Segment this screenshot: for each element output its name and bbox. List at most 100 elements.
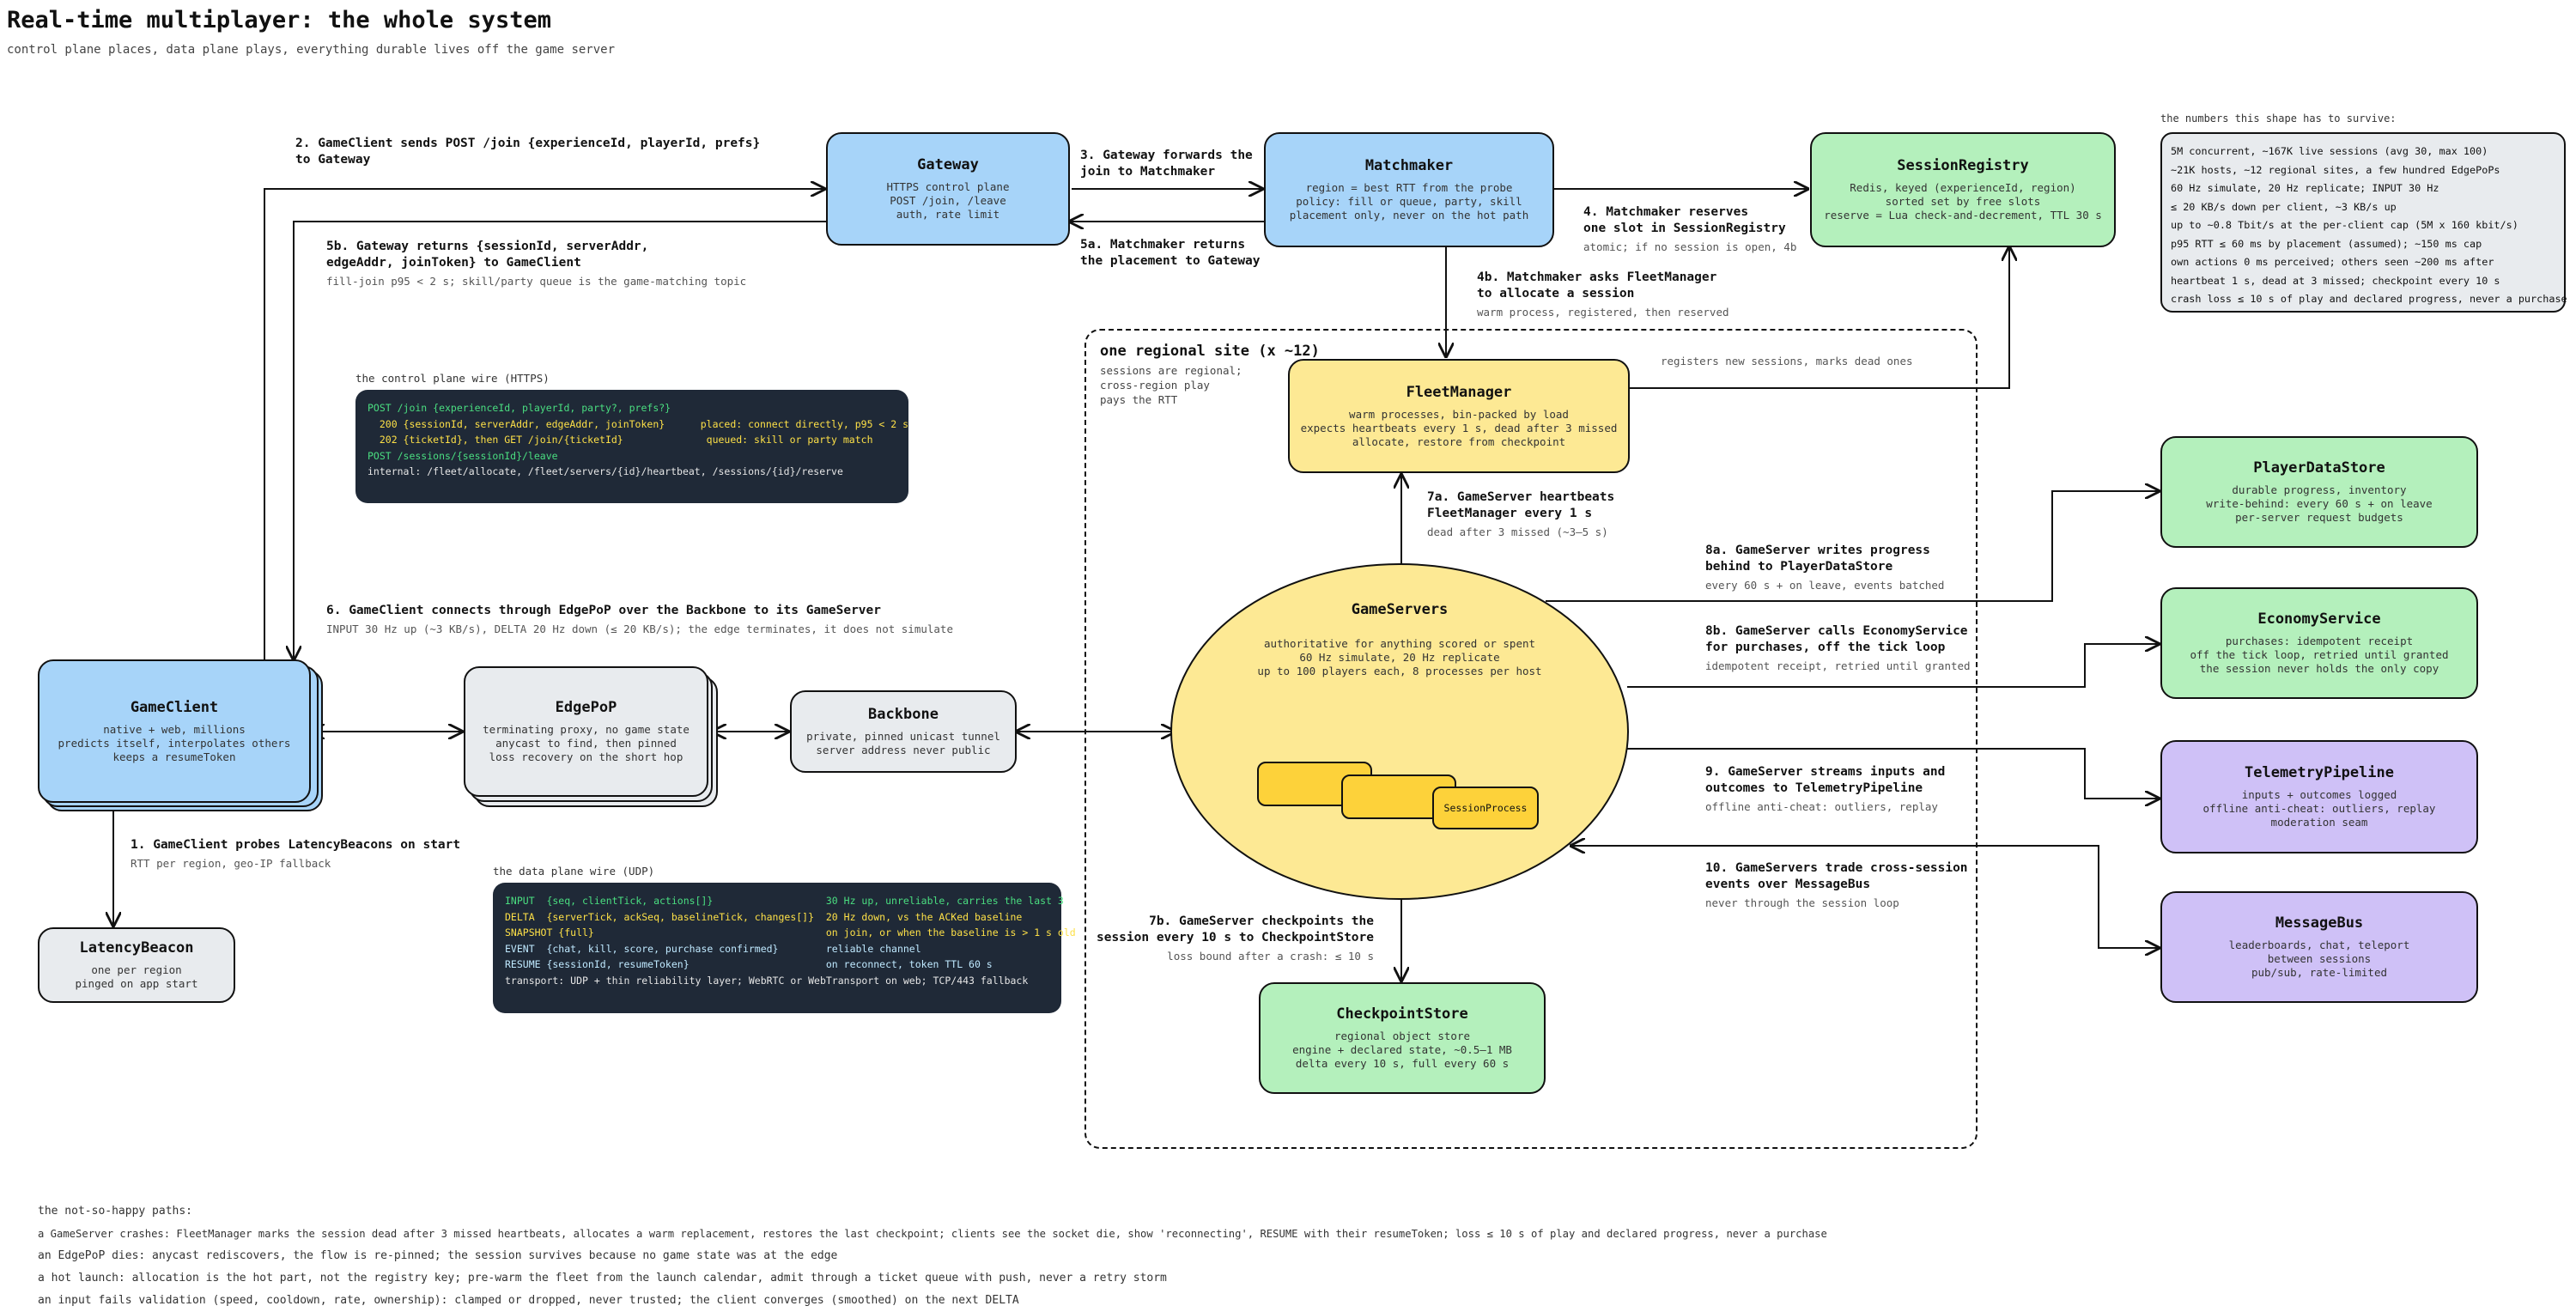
message-bus-body: leaderboards, chat, teleport between ses…: [2228, 938, 2410, 979]
arrow-client-to-gateway: [264, 189, 824, 661]
label-step-3: 3. Gateway forwards the join to Matchmak…: [1080, 148, 1253, 180]
control-wire-line: 200 {sessionId, serverAddr, edgeAddr, jo…: [368, 417, 909, 430]
numbers-line: 5M concurrent, ~167K live sessions (avg …: [2171, 145, 2488, 157]
player-data-store-node: PlayerDataStore durable progress, invent…: [2160, 436, 2478, 548]
numbers-line: crash loss ≤ 10 s of play and declared p…: [2171, 293, 2567, 305]
failure-path-item: a hot launch: allocation is the hot part…: [38, 1272, 1167, 1285]
latency-beacon-node: LatencyBeacon one per region pinged on a…: [38, 927, 235, 1003]
edge-pop-body: terminating proxy, no game state anycast…: [483, 723, 690, 763]
label-step-3-title: 3. Gateway forwards the join to Matchmak…: [1080, 149, 1253, 179]
gameservers-title: GameServers: [1351, 601, 1449, 618]
numbers-line: p95 RTT ≤ 60 ms by placement (assumed); …: [2171, 237, 2482, 250]
label-step-5b-title: 5b. Gateway returns {sessionId, serverAd…: [326, 240, 649, 270]
control-wire-box: POST /join {experienceId, playerId, part…: [355, 390, 908, 503]
player-data-store-title: PlayerDataStore: [2253, 459, 2385, 477]
matchmaker-title: Matchmaker: [1364, 157, 1454, 174]
label-step-7a: 7a. GameServer heartbeats FleetManager e…: [1427, 489, 1614, 538]
checkpoint-store-node: CheckpointStore regional object store en…: [1259, 982, 1546, 1094]
label-step-7a-sub: dead after 3 missed (~3–5 s): [1427, 525, 1608, 538]
numbers-line: up to ~0.8 Tbit/s at the per-client cap …: [2171, 219, 2518, 231]
gameservers-node: GameServers authoritative for anything s…: [1202, 601, 1597, 678]
session-process-card: SessionProcess: [1432, 787, 1539, 829]
edge-pop-title: EdgePoP: [555, 699, 617, 716]
failure-path-item: a GameServer crashes: FleetManager marks…: [38, 1228, 1827, 1240]
fleet-manager-body: warm processes, bin-packed by load expec…: [1300, 407, 1618, 448]
arrow-fleetmanager-to-registry: [1630, 247, 2009, 389]
arrow-messagebus-gameservers: [1571, 846, 2159, 948]
data-wire-line: RESUME {sessionId, resumeToken} on recon…: [505, 958, 993, 970]
numbers-box: 5M concurrent, ~167K live sessions (avg …: [2160, 132, 2567, 313]
control-wire-line: POST /join {experienceId, playerId, part…: [368, 402, 671, 414]
label-step-2-title: 2. GameClient sends POST /join {experien…: [295, 137, 761, 167]
game-client-body: native + web, millions predicts itself, …: [58, 722, 291, 763]
session-registry-node: SessionRegistry Redis, keyed (experience…: [1810, 132, 2116, 247]
label-step-6-sub: INPUT 30 Hz up (~3 KB/s), DELTA 20 Hz do…: [326, 623, 953, 635]
label-step-5b: 5b. Gateway returns {sessionId, serverAd…: [326, 239, 746, 288]
failure-path-item: an input fails validation (speed, cooldo…: [38, 1294, 1019, 1307]
label-step-1: 1. GameClient probes LatencyBeacons on s…: [131, 837, 460, 870]
label-step-8a-sub: every 60 s + on leave, events batched: [1705, 579, 1945, 592]
data-wire-line: SNAPSHOT {full} on join, or when the bas…: [505, 926, 1076, 938]
page-title: Real-time multiplayer: the whole system: [7, 7, 551, 33]
control-wire-caption: the control plane wire (HTTPS): [355, 372, 550, 385]
message-bus-node: MessageBus leaderboards, chat, teleport …: [2160, 891, 2478, 1003]
label-step-9: 9. GameServer streams inputs and outcome…: [1705, 764, 1945, 813]
label-step-7a-title: 7a. GameServer heartbeats FleetManager e…: [1427, 490, 1615, 520]
control-wire-line: POST /sessions/{sessionId}/leave: [368, 449, 558, 462]
economy-service-node: EconomyService purchases: idempotent rec…: [2160, 587, 2478, 699]
message-bus-title: MessageBus: [2275, 914, 2364, 932]
label-registers-sub: registers new sessions, marks dead ones: [1661, 355, 1913, 367]
arrow-gameservers-to-playerdata: [1546, 491, 2159, 602]
control-wire-line: internal: /fleet/allocate, /fleet/server…: [368, 465, 843, 477]
numbers-caption: the numbers this shape has to survive:: [2160, 112, 2397, 125]
checkpoint-store-body: regional object store engine + declared …: [1292, 1030, 1512, 1070]
failure-paths: the not-so-happy paths: a GameServer cra…: [38, 1200, 1827, 1312]
gateway-node: Gateway HTTPS control plane POST /join, …: [826, 132, 1070, 246]
player-data-store-body: durable progress, inventory write-behind…: [2206, 483, 2433, 524]
label-step-8b-sub: idempotent receipt, retried until grante…: [1705, 659, 1971, 672]
regional-site-note: sessions are regional; cross-region play…: [1100, 364, 1242, 406]
label-step-8b: 8b. GameServer calls EconomyService for …: [1705, 623, 1971, 672]
data-wire-line: transport: UDP + thin reliability layer;…: [505, 974, 1029, 987]
telemetry-pipeline-node: TelemetryPipeline inputs + outcomes logg…: [2160, 740, 2478, 853]
control-wire-line: 202 {ticketId}, then GET /join/{ticketId…: [368, 434, 873, 446]
failure-path-item: an EdgePoP dies: anycast rediscovers, th…: [38, 1249, 838, 1262]
data-wire-box: INPUT {seq, clientTick, actions[]} 30 Hz…: [493, 883, 1076, 1013]
gateway-title: Gateway: [917, 156, 979, 173]
arrow-gameservers-to-economy: [1627, 644, 2159, 688]
label-registers: registers new sessions, marks dead ones: [1661, 355, 1913, 367]
telemetry-pipeline-body: inputs + outcomes logged offline anti-ch…: [2202, 788, 2436, 829]
label-step-6: 6. GameClient connects through EdgePoP o…: [326, 603, 953, 635]
latency-beacon-body: one per region pinged on app start: [75, 963, 198, 990]
label-step-8b-title: 8b. GameServer calls EconomyService for …: [1705, 624, 1968, 654]
economy-service-body: purchases: idempotent receipt off the ti…: [2190, 635, 2449, 675]
label-step-5a-title: 5a. Matchmaker returns the placement to …: [1080, 238, 1261, 268]
label-step-7b-sub: loss bound after a crash: ≤ 10 s: [1167, 950, 1374, 963]
label-step-8a-title: 8a. GameServer writes progress behind to…: [1705, 544, 1930, 574]
arrow-gameservers-to-telemetry: [1627, 748, 2159, 799]
numbers-line: ~21K hosts, ~12 regional sites, a few hu…: [2171, 163, 2500, 176]
regional-site-title: one regional site (x ~12): [1100, 343, 1320, 360]
numbers-line: ≤ 20 KB/s down per client, ~3 KB/s up: [2171, 200, 2397, 213]
telemetry-pipeline-title: TelemetryPipeline: [2245, 764, 2394, 781]
data-wire-line: DELTA {serverTick, ackSeq, baselineTick,…: [505, 910, 1023, 923]
label-step-4b: 4b. Matchmaker asks FleetManager to allo…: [1477, 270, 1729, 319]
session-registry-title: SessionRegistry: [1897, 157, 2029, 174]
arrow-gateway-to-client: [294, 221, 826, 659]
label-step-10-sub: never through the session loop: [1705, 896, 1899, 909]
label-step-10-title: 10. GameServers trade cross-session even…: [1705, 861, 1968, 891]
edge-pop-node: EdgePoP terminating proxy, no game state…: [464, 666, 708, 797]
label-step-4b-title: 4b. Matchmaker asks FleetManager to allo…: [1477, 270, 1717, 301]
label-step-1-title: 1. GameClient probes LatencyBeacons on s…: [131, 838, 461, 852]
session-registry-body: Redis, keyed (experienceId, region) sort…: [1824, 181, 2102, 222]
numbers-line: 60 Hz simulate, 20 Hz replicate; INPUT 3…: [2171, 182, 2439, 194]
backbone-body: private, pinned unicast tunnel server ad…: [806, 730, 1000, 756]
backbone-title: Backbone: [868, 706, 939, 723]
fleet-manager-title: FleetManager: [1406, 383, 1512, 401]
backbone-node: Backbone private, pinned unicast tunnel …: [790, 690, 1017, 773]
data-wire-caption: the data plane wire (UDP): [493, 865, 655, 878]
label-step-4-sub: atomic; if no session is open, 4b: [1583, 240, 1797, 253]
label-step-9-title: 9. GameServer streams inputs and outcome…: [1705, 765, 1946, 795]
matchmaker-node: Matchmaker region = best RTT from the pr…: [1264, 132, 1554, 247]
gateway-body: HTTPS control plane POST /join, /leave a…: [886, 180, 1010, 221]
